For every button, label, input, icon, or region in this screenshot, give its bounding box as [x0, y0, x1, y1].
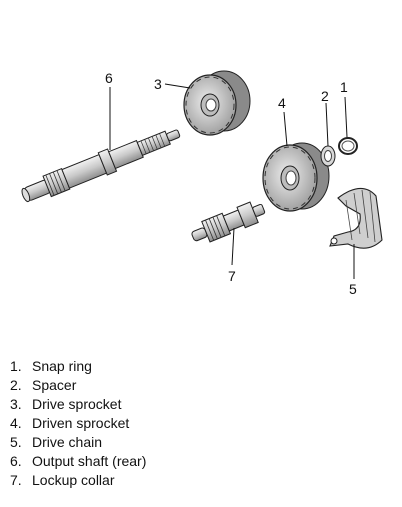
- spacer: [320, 145, 336, 167]
- output-shaft: [21, 129, 181, 203]
- legend-number: 2.: [10, 377, 22, 393]
- driven-sprocket: [262, 142, 330, 212]
- legend-label: Output shaft (rear): [32, 453, 147, 469]
- callout-3: 3: [154, 76, 162, 92]
- legend-item: 4. Driven sprocket: [10, 414, 146, 433]
- legend-number: 7.: [10, 472, 22, 488]
- legend-number: 6.: [10, 453, 22, 469]
- lockup-collar: [191, 201, 266, 243]
- legend-number: 4.: [10, 415, 22, 431]
- legend-label: Driven sprocket: [32, 415, 130, 431]
- callout-5: 5: [349, 281, 357, 297]
- drive-chain: [329, 187, 383, 249]
- legend-item: 7. Lockup collar: [10, 471, 146, 490]
- legend-number: 3.: [10, 396, 22, 412]
- legend-number: 1.: [10, 358, 22, 374]
- legend-item: 6. Output shaft (rear): [10, 452, 146, 471]
- callout-6: 6: [105, 70, 113, 86]
- legend-label: Spacer: [32, 377, 77, 393]
- legend-item: 2. Spacer: [10, 376, 146, 395]
- legend-item: 1. Snap ring: [10, 357, 146, 376]
- legend-label: Drive sprocket: [32, 396, 122, 412]
- legend-number: 5.: [10, 434, 22, 450]
- legend-item: 5. Drive chain: [10, 433, 146, 452]
- callout-1: 1: [340, 79, 348, 95]
- snap-ring: [338, 137, 358, 155]
- drive-sprocket: [183, 70, 251, 136]
- callout-4: 4: [278, 95, 286, 111]
- exploded-parts-diagram: 1 2 3 4 5 6 7: [21, 70, 383, 297]
- legend-label: Snap ring: [32, 358, 92, 374]
- callout-2: 2: [321, 88, 329, 104]
- callout-7: 7: [228, 268, 236, 284]
- leader-lines: [109, 83, 355, 279]
- legend-label: Lockup collar: [32, 472, 115, 488]
- parts-legend: 1. Snap ring 2. Spacer 3. Drive sprocket 4.…: [10, 357, 146, 490]
- legend-item: 3. Drive sprocket: [10, 395, 146, 414]
- legend-label: Drive chain: [32, 434, 103, 450]
